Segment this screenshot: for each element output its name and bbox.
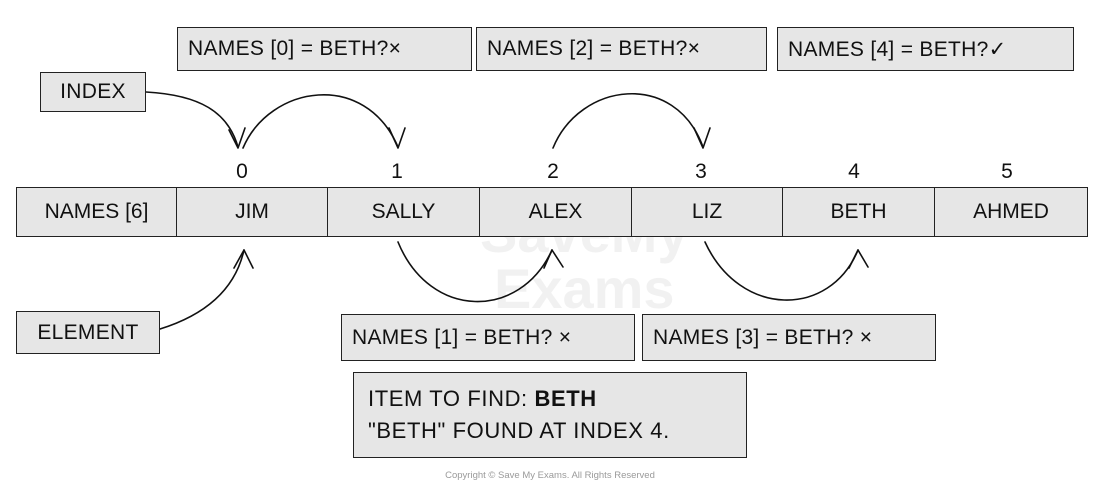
search-arrow-1-2	[397, 241, 553, 303]
array-element-2-text: ALEX	[528, 200, 583, 223]
check-box-index-0: NAMES [0] = BETH?×	[177, 27, 472, 71]
check-text-index-0: NAMES [0] = BETH?×	[188, 37, 402, 60]
check-box-index-4: NAMES [4] = BETH?✓	[777, 27, 1074, 71]
array-name-text: NAMES [6]	[44, 200, 149, 223]
array-element-4-text: BETH	[830, 200, 887, 223]
index-number-2: 2	[547, 160, 559, 183]
item-to-find-line: ITEM TO FIND: BETH	[368, 383, 732, 415]
search-result-box: ITEM TO FIND: BETH "BETH" FOUND AT INDEX…	[353, 372, 747, 458]
search-arrow-3-4	[704, 241, 859, 301]
index-number-3: 3	[695, 160, 707, 183]
array-element-3-text: LIZ	[691, 200, 723, 223]
array-element-3: LIZ	[632, 188, 783, 236]
array-element-0: JIM	[177, 188, 328, 236]
element-label-text: ELEMENT	[37, 320, 139, 344]
array-element-4: BETH	[783, 188, 935, 236]
index-number-0: 0	[236, 160, 248, 183]
array-name-cell: NAMES [6]	[17, 188, 177, 236]
check-text-index-1: NAMES [1] = BETH? ×	[352, 325, 572, 349]
check-box-index-3: NAMES [3] = BETH? ×	[642, 314, 936, 361]
found-result-line: "BETH" FOUND AT INDEX 4.	[368, 418, 670, 443]
array-element-1-text: SALLY	[371, 200, 436, 223]
element-pointer-arrow	[159, 249, 245, 330]
item-to-find-label: ITEM TO FIND:	[368, 386, 535, 411]
index-pointer-arrow	[145, 91, 239, 148]
index-number-5: 5	[1001, 160, 1013, 183]
array-element-2: ALEX	[480, 188, 632, 236]
search-arrow-1-2-head	[543, 249, 564, 269]
copyright-notice: Copyright © Save My Exams. All Rights Re…	[445, 470, 655, 481]
check-text-index-4: NAMES [4] = BETH?✓	[788, 37, 1007, 61]
item-to-find-value: BETH	[534, 386, 597, 411]
index-label-text: INDEX	[60, 80, 126, 103]
check-text-index-3: NAMES [3] = BETH? ×	[653, 325, 873, 349]
array-element-5-text: AHMED	[973, 200, 1049, 223]
element-label: ELEMENT	[16, 311, 160, 354]
element-pointer-arrow-head	[233, 249, 254, 269]
search-arrow-2-3-head	[693, 127, 711, 149]
search-arrow-0-1-head	[388, 127, 406, 149]
index-label: INDEX	[40, 72, 146, 112]
check-box-index-1: NAMES [1] = BETH? ×	[341, 314, 635, 361]
check-text-index-2: NAMES [2] = BETH?×	[487, 37, 701, 60]
array-element-1: SALLY	[328, 188, 480, 236]
array-element-0-text: JIM	[235, 200, 269, 223]
index-number-1: 1	[391, 160, 403, 183]
search-arrow-2-3	[552, 93, 704, 149]
search-arrow-0-1	[242, 94, 399, 149]
search-arrow-3-4-head	[848, 249, 869, 269]
check-box-index-2: NAMES [2] = BETH?×	[476, 27, 767, 71]
index-pointer-arrow-head	[228, 127, 246, 149]
watermark-line-2: Exams	[494, 257, 675, 320]
names-array: NAMES [6] JIM SALLY ALEX LIZ BETH AHMED	[16, 187, 1088, 237]
array-element-5: AHMED	[935, 188, 1087, 236]
index-number-4: 4	[848, 160, 860, 183]
